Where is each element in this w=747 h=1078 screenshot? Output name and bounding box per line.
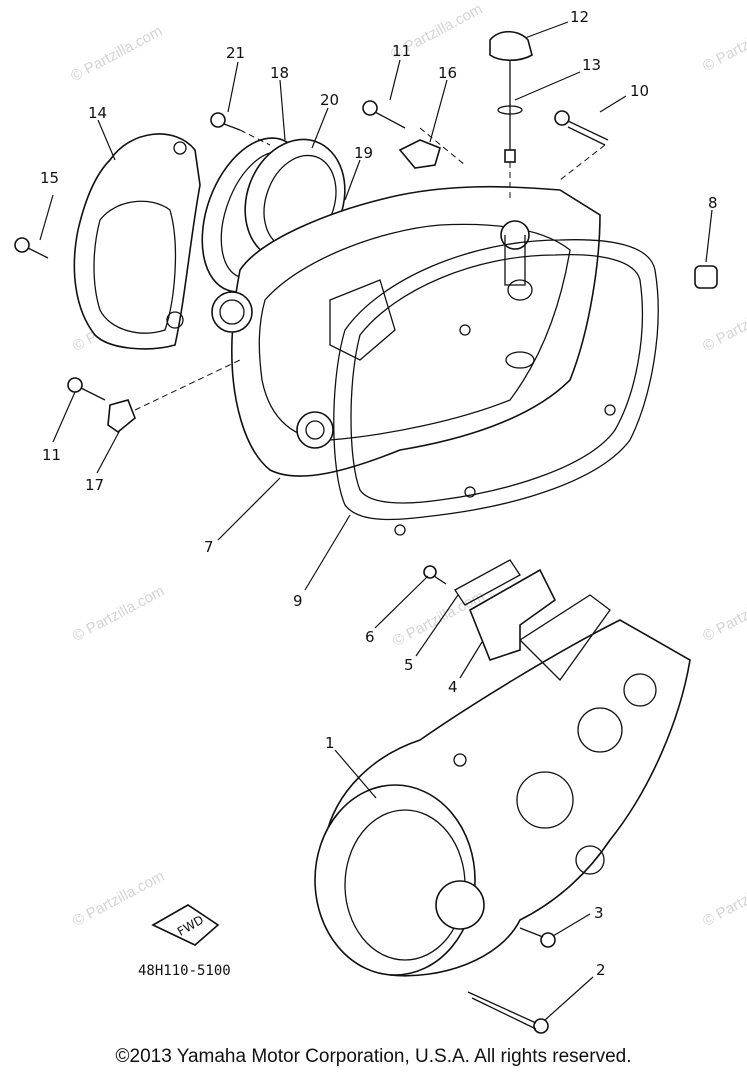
callout-17: 17: [85, 476, 104, 494]
callout-19: 19: [354, 144, 373, 162]
part-14-cover: [73, 133, 201, 350]
callout-7: 7: [204, 538, 214, 556]
diagram-code: 48H110-5100: [138, 963, 231, 979]
callout-3: 3: [594, 904, 604, 922]
fwd-arrow: [151, 904, 220, 946]
callout-8: 8: [708, 194, 718, 212]
part-9-gasket: [333, 239, 659, 536]
part-17-clamp: [107, 399, 136, 434]
bolt-21: [210, 112, 241, 131]
part-8-plug: [694, 265, 718, 289]
bolt-10: [554, 110, 609, 146]
callout-11-left: 11: [42, 446, 61, 464]
callout-6: 6: [365, 628, 375, 646]
bolt-15: [14, 237, 49, 259]
callout-11-top: 11: [392, 42, 411, 60]
callout-14: 14: [88, 104, 107, 122]
bolt-11-top: [362, 100, 406, 129]
part-12-13-dipstick: [489, 30, 533, 163]
callout-15: 15: [40, 169, 59, 187]
part-5-small-gasket: [454, 559, 521, 606]
part-1-drive-cover: [314, 594, 691, 977]
callout-13: 13: [582, 56, 601, 74]
callout-9: 9: [293, 592, 303, 610]
callout-4: 4: [448, 678, 458, 696]
leader-lines: [39, 21, 713, 1021]
bolt-3: [519, 927, 556, 948]
callout-20: 20: [320, 91, 339, 109]
callout-12: 12: [570, 8, 589, 26]
callout-1: 1: [325, 734, 335, 752]
bolt-2: [467, 991, 549, 1034]
callout-21: 21: [226, 44, 245, 62]
callout-2: 2: [596, 961, 606, 979]
copyright-notice: ©2013 Yamaha Motor Corporation, U.S.A. A…: [115, 1046, 632, 1067]
part-16-clamp: [398, 139, 441, 169]
callout-10: 10: [630, 82, 649, 100]
callout-5: 5: [404, 656, 414, 674]
part-4-plate: [468, 568, 557, 661]
callout-18: 18: [270, 64, 289, 82]
callout-16: 16: [438, 64, 457, 82]
part-6-screw: [423, 565, 447, 585]
